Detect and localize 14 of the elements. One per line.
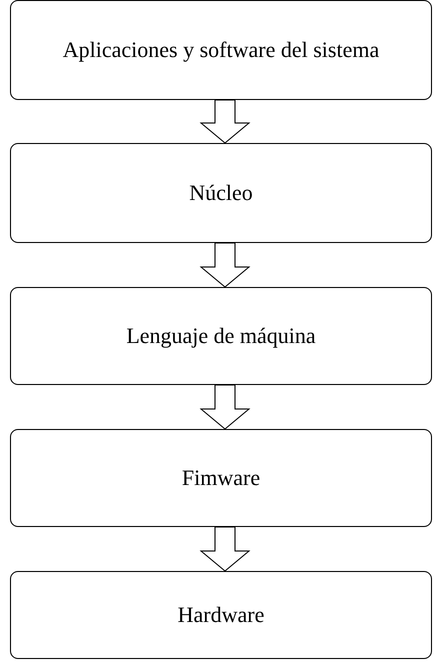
box-label: Hardware xyxy=(178,602,264,628)
box-label: Lenguaje de máquina xyxy=(126,323,316,349)
process-box xyxy=(10,287,432,385)
block-arrow xyxy=(200,100,250,144)
box-label: Núcleo xyxy=(189,180,253,206)
process-box xyxy=(10,143,432,243)
process-box xyxy=(10,429,432,527)
block-arrow xyxy=(200,384,250,430)
box-label: Aplicaciones y software del sistema xyxy=(62,37,380,63)
block-arrow xyxy=(200,526,250,572)
process-box xyxy=(10,0,432,100)
block-arrow xyxy=(200,242,250,288)
process-box xyxy=(10,571,432,659)
box-label: Fimware xyxy=(182,465,260,491)
